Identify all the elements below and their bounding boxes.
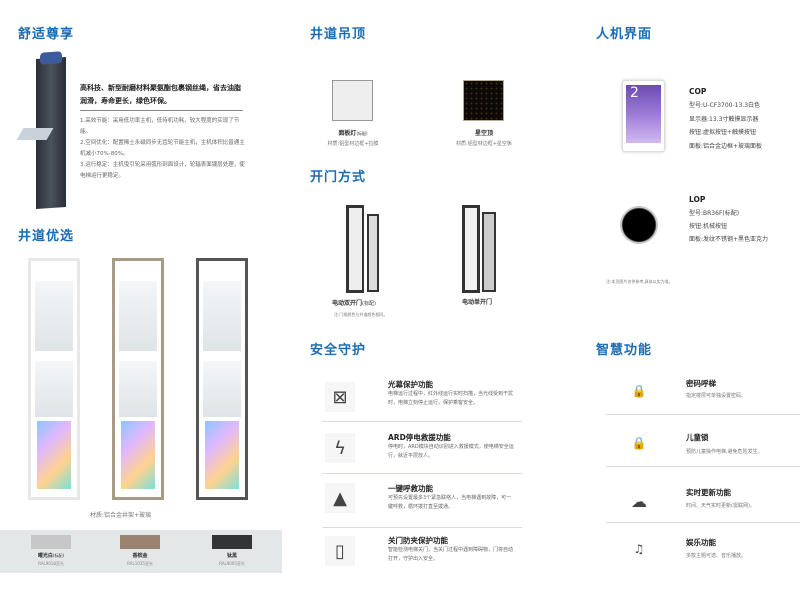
swatch-black[interactable] xyxy=(212,535,252,549)
smart-desc: 预防儿童操作电梯,避免危险发生。 xyxy=(686,449,763,455)
safety-title: 一键呼救功能 xyxy=(388,484,433,493)
alarm-light-icon: ▲ xyxy=(325,483,355,513)
smart-title: 实时更新功能 xyxy=(686,488,731,497)
shaft-black-image xyxy=(196,258,248,500)
double-door-image xyxy=(346,205,364,293)
ceiling-name: 星空顶 xyxy=(474,130,493,137)
music-icon: ♫ xyxy=(633,542,645,556)
ceiling-material: 材质:铝型材边框+星空板 xyxy=(456,141,512,147)
ceiling-material: 材质:铝型材边框+拉膜 xyxy=(327,141,379,147)
shaft-white-image xyxy=(28,258,80,500)
section-title-shaft: 井道优选 xyxy=(18,229,75,244)
hmi-note: 注:本页图片仅供参考,具体以实为准。 xyxy=(606,279,673,284)
smart-title: 密码呼梯 xyxy=(686,379,716,388)
swatch-champagne[interactable] xyxy=(120,535,160,549)
section-title-safety: 安全守护 xyxy=(310,343,367,358)
door-tag: (标配) xyxy=(362,301,376,307)
power-failure-icon: ϟ xyxy=(325,433,355,463)
light-curtain-icon: ⊠ xyxy=(325,382,355,412)
safety-desc: 停电时，ARD模块自动识别进入救援模式，使电梯安全运行，就近平层放人。 xyxy=(388,444,514,459)
comfort-lead: 高科技、新型耐磨材料聚氨酯包裹钢丝绳，省去油脂润滑，寿命更长，绿色环保。 xyxy=(80,84,241,105)
safety-title: 关门防夹保护功能 xyxy=(388,536,448,545)
color-code: RAL9005亚光 xyxy=(219,561,245,566)
ceiling-tag: (标配) xyxy=(356,131,368,136)
color-tag: (标配) xyxy=(52,553,65,558)
panel-light-image xyxy=(332,80,373,121)
smart-desc: 多款主题可选、音乐播放。 xyxy=(686,553,747,559)
door-name: 电动单开门 xyxy=(462,299,493,306)
cloud-update-icon: ☁ xyxy=(631,491,647,511)
color-name: 曜光白 xyxy=(37,553,53,559)
color-code: RAL9018亚光 xyxy=(38,561,64,566)
lop-spec: 按钮:机械按钮 xyxy=(689,223,728,230)
door-name: 电动双开门 xyxy=(332,300,363,307)
color-swatch-band: 曜光白(标配) RAL9018亚光 香槟金 RAL1035亚光 钛黑 RAL90… xyxy=(0,530,282,573)
color-name: 钛黑 xyxy=(226,553,237,559)
password-lock-icon: 🔒 xyxy=(631,384,647,398)
section-title-ceiling: 井道吊顶 xyxy=(310,27,367,42)
door-note: 注:门框颜色与井道颜色相同。 xyxy=(334,312,388,317)
safety-title: 光幕保护功能 xyxy=(388,380,433,389)
swatch-white[interactable] xyxy=(31,535,71,549)
smart-desc: 指定楼层可单独设置密码。 xyxy=(686,393,747,399)
color-code: RAL1035亚光 xyxy=(127,561,153,566)
comfort-point: 3.运行稳定：主机曳引轮采用弧形剖面设计，轮辐表面镀层处理，使电梯运行更稳定。 xyxy=(80,162,245,179)
safety-title: ARD停电救援功能 xyxy=(388,433,451,442)
cop-spec: 面板:铝合金边框+玻璃面板 xyxy=(689,142,763,150)
cop-spec: 按钮:虚拟按钮+触摸按钮 xyxy=(689,129,757,136)
comfort-points: 1.高效节能：采用低功率主机，低待机功耗，较大程度的实现了节能。 2.空间优化：… xyxy=(80,116,245,182)
cop-spec: 显示器:13.3寸触摸显示器 xyxy=(689,115,759,123)
lop-spec: 面板:发纹不锈钢+黑色亚克力 xyxy=(689,236,769,243)
shaft-champagne-image xyxy=(112,258,164,500)
cop-panel-image: 2 xyxy=(622,80,665,152)
smart-title: 娱乐功能 xyxy=(686,538,716,547)
cop-spec: 型号:U-CF3700-13.3白色 xyxy=(689,102,761,109)
safety-desc: 智能检测电梯关门，当关门过程中遇到障碍物，门将自动打开，守护出入安全。 xyxy=(388,547,514,562)
lop-title: LOP xyxy=(689,195,706,204)
safety-desc: 可预先设置最多3个紧急联络人，当电梯遇到故障，可一键呼救，循环拨打直至拨通。 xyxy=(388,495,512,510)
lop-spec: 型号:BR36F(标配) xyxy=(689,210,740,217)
smart-title: 儿童锁 xyxy=(686,433,709,442)
comfort-point: 2.空间优化：配置稀土永磁同步无齿轮节能主机，主机体积比普通主机减小70%-80… xyxy=(80,140,245,157)
smart-desc: 时间、天气实时更新(需联网)。 xyxy=(686,503,755,509)
star-ceiling-image xyxy=(463,80,504,121)
cop-screen-floor: 2 xyxy=(626,85,661,143)
door-leaf xyxy=(482,212,496,292)
door-leaf xyxy=(367,214,379,292)
comfort-point: 1.高效节能：采用低功率主机，低待机功耗，较大程度的实现了节能。 xyxy=(80,118,240,135)
lop-button-image xyxy=(620,206,658,244)
color-name: 香槟金 xyxy=(132,553,148,559)
section-title-smart: 智慧功能 xyxy=(596,343,653,358)
door-protection-icon: ▯ xyxy=(325,536,355,566)
child-lock-icon: 🔒 xyxy=(631,436,647,450)
ceiling-name: 面板灯 xyxy=(338,130,357,137)
section-title-door: 开门方式 xyxy=(310,170,367,185)
section-title-comfort: 舒适尊享 xyxy=(18,27,75,42)
safety-desc: 电梯运行过程中，红外线运行实时扫描，当光线受到干扰时，电梯立刻停止运行，保护乘客… xyxy=(388,391,514,406)
single-door-image xyxy=(462,205,480,293)
section-title-hmi: 人机界面 xyxy=(596,27,653,42)
cop-title: COP xyxy=(689,87,707,96)
shaft-material: 材质:铝合金井架+玻璃 xyxy=(90,512,152,519)
